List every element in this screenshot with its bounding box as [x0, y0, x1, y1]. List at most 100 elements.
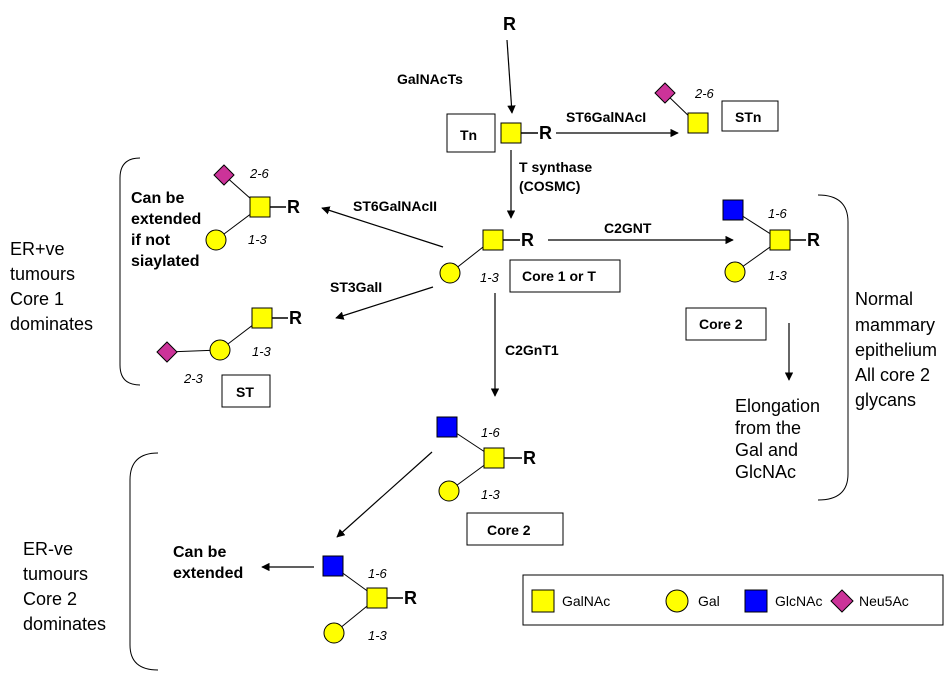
legend-gal-label: Gal: [698, 593, 720, 609]
enzyme-galnacts: GalNAcTs: [397, 71, 463, 87]
enzyme-t-synthase: T synthase: [519, 159, 592, 175]
st-box: [221, 374, 271, 408]
enzyme-c2gnt1: C2GnT1: [505, 342, 559, 358]
linkage-label: 1-3: [480, 270, 500, 285]
linkage-label: 2-6: [694, 86, 715, 101]
enzyme-st6galnaci: ST6GalNAcI: [566, 109, 646, 125]
arrow-core1-to-st6: [321, 206, 444, 248]
legend: GalNAc Gal GlcNAc Neu5Ac: [522, 574, 944, 626]
gal-circle: [209, 339, 231, 361]
linkage-label: 1-6: [768, 206, 788, 221]
enzyme-st3gali: ST3GalI: [330, 279, 382, 295]
neu5ac-diamond: [213, 164, 235, 186]
neu5ac-diamond: [156, 341, 178, 363]
elongation-line: Gal and: [735, 440, 798, 460]
arrow-r-to-tn: [506, 39, 516, 114]
note-line: extended: [131, 211, 201, 228]
tn-box: [446, 113, 496, 153]
er-neg-line: Core 2: [23, 589, 77, 609]
galnac-square: [249, 196, 271, 218]
linkage-label: 1-3: [768, 268, 788, 283]
core2-label: Core 2: [487, 522, 531, 538]
neu5ac-diamond: [654, 82, 676, 104]
galnac-square: [251, 307, 273, 329]
r-label: R: [521, 230, 534, 250]
legend-box: [522, 574, 944, 626]
arrow-core2-to-extended: [336, 451, 433, 538]
note-line: Can be: [131, 190, 184, 207]
stn-label: STn: [735, 109, 761, 125]
core1-label: Core 1 or T: [522, 268, 596, 284]
er-neg-bracket: [129, 452, 159, 671]
legend-gal-circle: [665, 589, 689, 613]
normal-bracket: [817, 194, 849, 501]
note-line: extended: [173, 565, 243, 582]
glcnac-square: [722, 199, 744, 221]
note-line: siaylated: [131, 253, 199, 270]
glcnac-square: [322, 555, 344, 577]
linkage-label: 1-3: [248, 232, 268, 247]
glcnac-square: [436, 416, 458, 438]
elongation-line: from the: [735, 418, 801, 438]
galnac-square: [366, 587, 388, 609]
r-label: R: [287, 197, 300, 217]
galnac-square: [687, 112, 709, 134]
gal-circle: [323, 622, 345, 644]
start-r-label: R: [503, 14, 516, 34]
legend-galnac-square: [531, 589, 555, 613]
er-pos-line: Core 1: [10, 289, 64, 309]
legend-neu5ac-diamond: [830, 589, 854, 613]
legend-galnac-label: GalNAc: [562, 593, 610, 609]
elongation-line: GlcNAc: [735, 462, 796, 482]
linkage-label: 1-3: [481, 487, 501, 502]
linkage-label: 1-6: [481, 425, 501, 440]
tn-label: Tn: [460, 127, 477, 143]
gal-circle: [724, 261, 746, 283]
r-label: R: [523, 448, 536, 468]
normal-line: Normal: [855, 289, 913, 309]
er-neg-line: tumours: [23, 564, 88, 584]
er-pos-line: ER+ve: [10, 239, 65, 259]
normal-line: All core 2: [855, 365, 930, 385]
er-pos-line: dominates: [10, 314, 93, 334]
er-pos-bracket: [119, 157, 141, 386]
gal-circle: [439, 262, 461, 284]
gal-circle: [438, 480, 460, 502]
st-label: ST: [236, 384, 254, 400]
legend-neu5ac-label: Neu5Ac: [859, 593, 909, 609]
arrow-core1-to-st: [335, 286, 434, 320]
legend-glcnac-label: GlcNAc: [775, 593, 822, 609]
core2-box-bottom: [466, 512, 564, 546]
stn-box: [721, 100, 779, 132]
elongation-line: Elongation: [735, 396, 820, 416]
galnac-square: [769, 229, 791, 251]
enzyme-cosmc: (COSMC): [519, 178, 580, 194]
normal-line: mammary: [855, 315, 935, 335]
er-pos-line: tumours: [10, 264, 75, 284]
normal-line: glycans: [855, 390, 916, 410]
gal-circle: [205, 229, 227, 251]
linkage-label: 2-3: [183, 371, 204, 386]
er-neg-line: dominates: [23, 614, 106, 634]
linkage-label: 1-3: [252, 344, 272, 359]
core1-box: [509, 259, 621, 293]
r-label: R: [289, 308, 302, 328]
r-label: R: [539, 123, 552, 143]
r-label: R: [404, 588, 417, 608]
note-line: if not: [131, 232, 171, 249]
legend-glcnac-square: [744, 589, 768, 613]
linkage-label: 1-3: [368, 628, 388, 643]
enzyme-st6galnacii: ST6GalNAcII: [353, 198, 437, 214]
linkage-label: 2-6: [249, 166, 270, 181]
note-line: Can be: [173, 544, 226, 561]
galnac-square: [482, 229, 504, 251]
linkage-label: 1-6: [368, 566, 388, 581]
core2-label: Core 2: [699, 316, 743, 332]
galnac-square: [500, 122, 522, 144]
galnac-square: [483, 447, 505, 469]
er-neg-line: ER-ve: [23, 539, 73, 559]
normal-line: epithelium: [855, 340, 937, 360]
enzyme-c2gnt: C2GNT: [604, 220, 652, 236]
